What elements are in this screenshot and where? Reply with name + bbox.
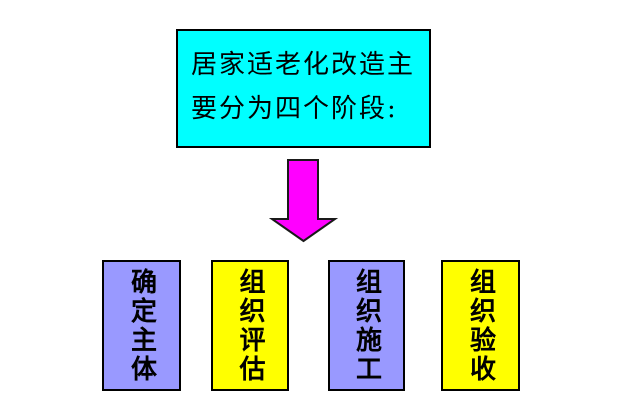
stage-label: 组织评估 (235, 267, 265, 384)
stage-label: 确定主体 (126, 267, 157, 384)
title-box: 居家适老化改造主 要分为四个阶段: (176, 29, 431, 148)
down-arrow-icon (268, 158, 339, 245)
stage-box-determine-subject: 确定主体 (102, 260, 181, 391)
stage-label: 组织验收 (465, 267, 496, 384)
title-line-2: 要分为四个阶段: (191, 94, 398, 124)
stage-label: 组织施工 (351, 267, 382, 384)
stage-box-organize-acceptance: 组织验收 (441, 260, 520, 391)
title-line-1: 居家适老化改造主 (191, 50, 416, 80)
stage-box-organize-construction: 组织施工 (328, 260, 405, 391)
down-arrow-shape (268, 159, 339, 243)
down-arrow-svg (268, 159, 339, 243)
stage-box-organize-assessment: 组织评估 (211, 260, 289, 391)
